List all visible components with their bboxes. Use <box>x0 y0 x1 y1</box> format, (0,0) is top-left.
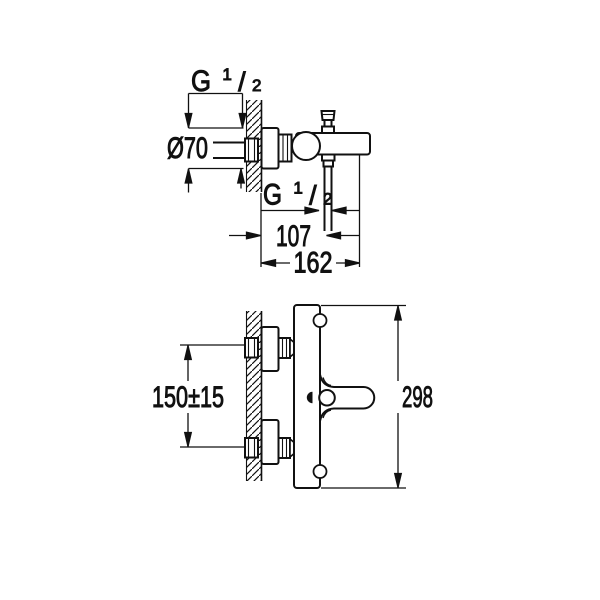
wall-flange-detail-lines <box>247 138 256 162</box>
dim-thread-top-extensions <box>187 93 244 128</box>
union-nut-upper-flats <box>281 338 288 358</box>
escutcheon-top-view-upper <box>260 326 280 372</box>
dim-298-label: 298 <box>402 381 433 414</box>
dim-107-label: 107 <box>276 220 311 253</box>
inlet-flange-lower <box>244 437 259 459</box>
body-screw-upper <box>312 313 328 328</box>
spout-fillet-accent-upper <box>322 377 332 387</box>
dim-162-label: 162 <box>294 247 333 280</box>
diverter-knob <box>320 110 336 134</box>
hose-connector-lower <box>322 159 334 168</box>
thread-top-label: G 1 / 2 <box>191 54 261 98</box>
spout-top-view <box>306 374 376 422</box>
hose-connector <box>321 153 336 168</box>
dim-298 <box>321 304 406 489</box>
diverter-knob-cap <box>320 110 336 121</box>
dim-150-label: 150±15 <box>152 381 224 414</box>
body-screw-lower <box>312 464 328 479</box>
side-view: G 1 / 2 Ø70 G 1 / 2 <box>167 54 371 280</box>
shower-hose <box>323 166 333 231</box>
escutcheon-side <box>260 127 280 170</box>
dim-diameter-70 <box>184 127 245 193</box>
union-nut-hex-flats <box>282 134 289 162</box>
inlet-flange-lower-lines <box>247 438 256 458</box>
dim-150 <box>180 344 245 448</box>
union-nut-lower-body <box>277 437 291 459</box>
spout-fillet-accent-lower <box>322 409 332 419</box>
diverter-knob-top-view <box>318 388 336 407</box>
union-nut-body <box>277 133 293 163</box>
dim-70-lower-extensions <box>187 168 242 193</box>
top-view: 150±15 298 <box>152 304 434 489</box>
dim-thread-top <box>184 92 247 129</box>
union-nut-lower-flats <box>281 438 288 458</box>
inlet-flange-upper <box>244 337 259 359</box>
dim-hose-thread <box>261 206 360 215</box>
hose-thread-label: G 1 / 2 <box>263 168 332 212</box>
dim-107 <box>229 231 360 240</box>
wall-flange-side <box>244 137 259 163</box>
inlet-flange-upper-body <box>244 337 259 359</box>
diameter-label: Ø70 <box>167 132 208 165</box>
safestop-button <box>306 391 313 404</box>
union-nut-upper-body <box>277 337 291 359</box>
dim-162 <box>260 259 361 267</box>
escutcheon-top-view-lower <box>260 419 280 465</box>
union-nut-side <box>277 133 293 163</box>
inlet-flange-upper-lines <box>247 338 256 358</box>
supply-pipe-side <box>213 137 259 163</box>
thermostat-handle-side <box>291 131 321 161</box>
spout-outline <box>319 374 376 422</box>
inlet-flange-lower-body <box>244 437 259 459</box>
